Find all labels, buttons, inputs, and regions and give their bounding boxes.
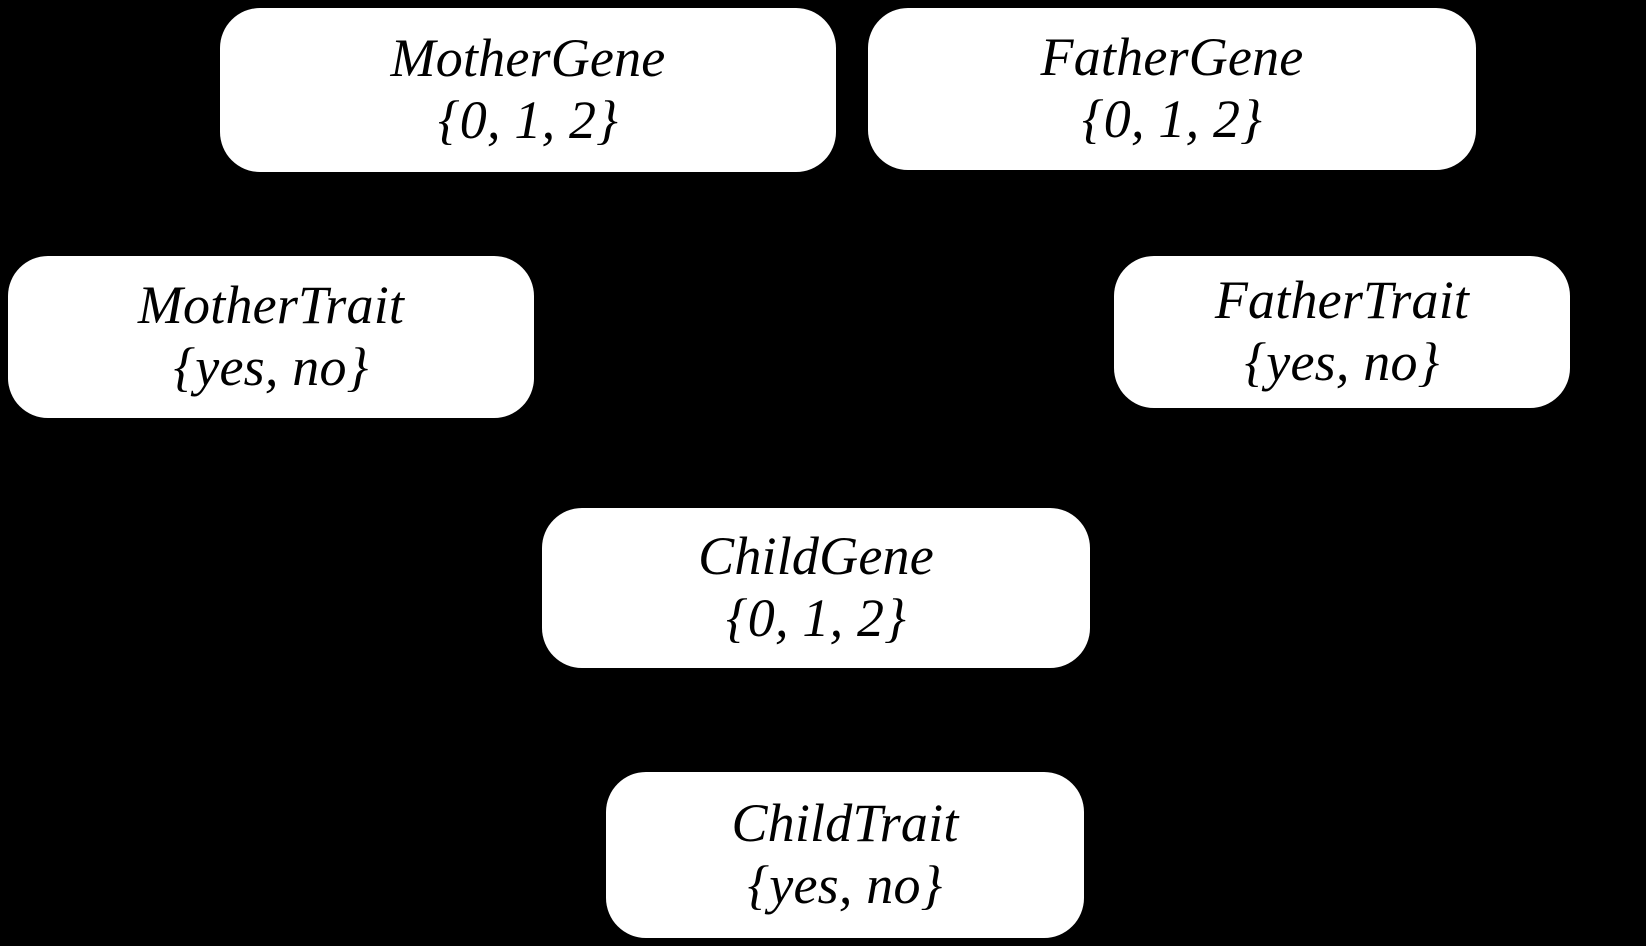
node-mother-trait[interactable]: MotherTrait {yes, no} bbox=[8, 256, 534, 418]
node-child-gene-label: ChildGene bbox=[698, 526, 934, 587]
node-mother-gene[interactable]: MotherGene {0, 1, 2} bbox=[220, 8, 836, 172]
node-child-trait[interactable]: ChildTrait {yes, no} bbox=[606, 772, 1084, 938]
node-father-trait-domain: {yes, no} bbox=[1244, 332, 1440, 392]
node-child-gene-domain: {0, 1, 2} bbox=[726, 588, 906, 648]
node-father-gene[interactable]: FatherGene {0, 1, 2} bbox=[868, 8, 1476, 170]
node-father-gene-label: FatherGene bbox=[1040, 27, 1304, 88]
node-child-gene[interactable]: ChildGene {0, 1, 2} bbox=[542, 508, 1090, 668]
node-mother-trait-label: MotherTrait bbox=[137, 275, 405, 336]
node-child-trait-domain: {yes, no} bbox=[747, 855, 943, 915]
node-father-trait[interactable]: FatherTrait {yes, no} bbox=[1114, 256, 1570, 408]
node-mother-gene-domain: {0, 1, 2} bbox=[438, 90, 618, 150]
node-mother-trait-domain: {yes, no} bbox=[173, 337, 369, 397]
node-father-gene-domain: {0, 1, 2} bbox=[1082, 89, 1262, 149]
node-child-trait-label: ChildTrait bbox=[731, 793, 959, 854]
node-mother-gene-label: MotherGene bbox=[390, 28, 666, 89]
node-father-trait-label: FatherTrait bbox=[1214, 270, 1470, 331]
